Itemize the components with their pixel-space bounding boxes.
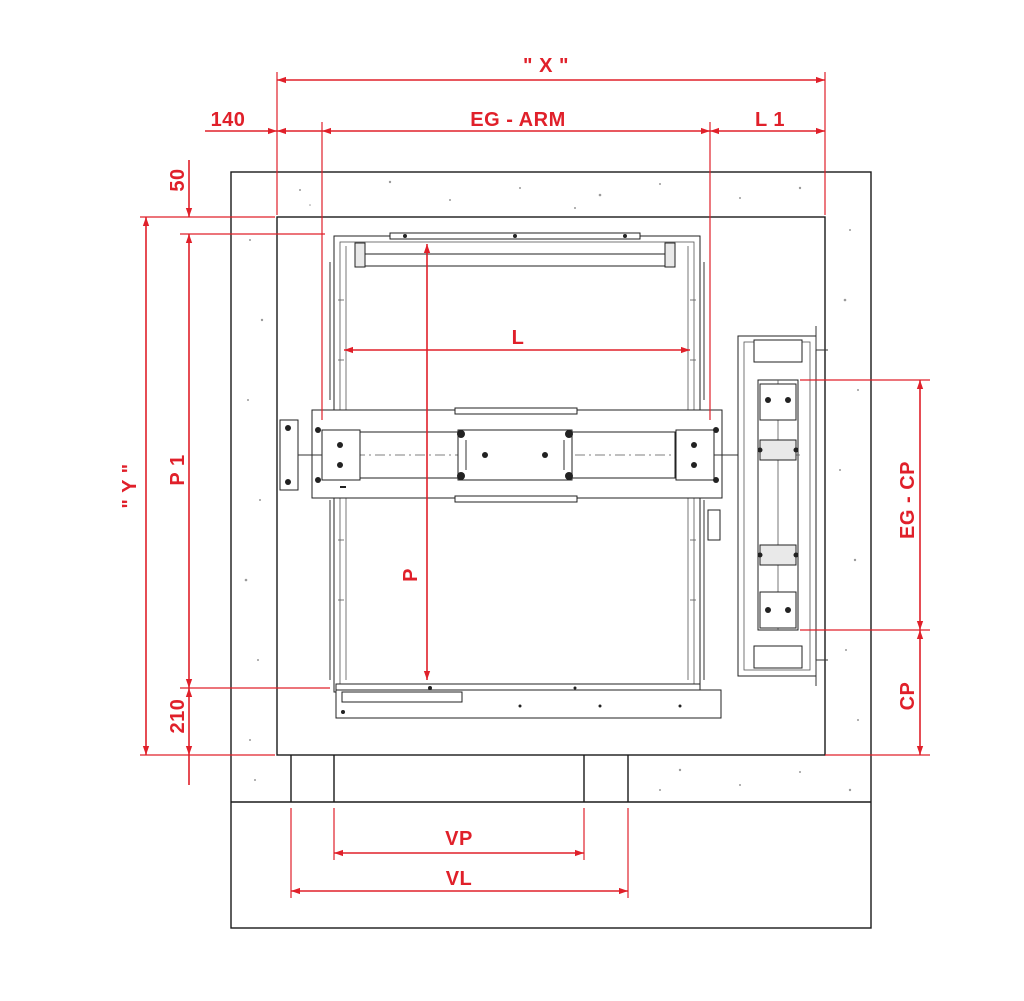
dim-label-vp: VP [445, 828, 473, 850]
dim-label-eg-arm: EG - ARM [470, 109, 565, 131]
concrete-hatch [244, 180, 859, 792]
dim-label-vl: VL [446, 868, 473, 890]
dim-label-x: " X " [523, 55, 569, 77]
car-sling-beam [279, 407, 745, 541]
dim-label-eg-cp: EG - CP [897, 461, 919, 539]
dim-label-50: 50 [167, 168, 189, 191]
dim-label-y: " Y " [119, 463, 141, 508]
dim-label-140: 140 [211, 109, 246, 131]
dim-label-210: 210 [167, 699, 189, 734]
dim-label-l1: L 1 [755, 109, 785, 131]
dim-label-cp: CP [897, 682, 919, 711]
dim-label-p: P [400, 568, 422, 582]
shaft-walls [230, 171, 872, 929]
dimension-lines [140, 72, 930, 898]
counterweight-frame [737, 326, 828, 686]
dim-label-l: L [512, 327, 525, 349]
dim-label-p1: P 1 [167, 454, 189, 485]
